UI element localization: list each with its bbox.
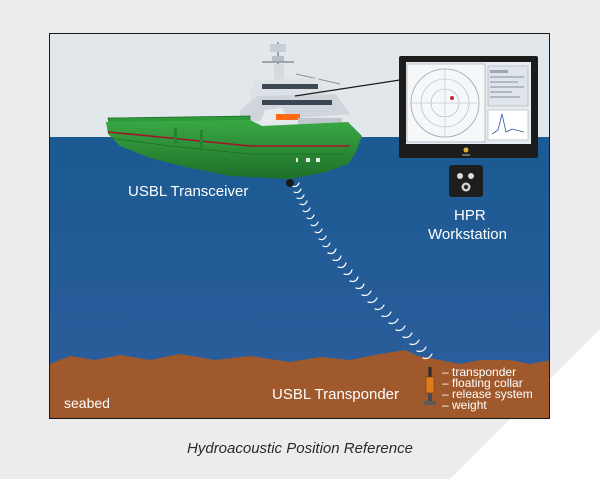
diagram-frame: USBL Transceiver HPR Workstation USBL Tr… bbox=[49, 33, 550, 419]
hpr-workstation-label-line2: Workstation bbox=[428, 226, 507, 243]
hpr-monitor bbox=[399, 56, 538, 158]
weight-part-label: weight bbox=[442, 399, 487, 411]
hpr-workstation-label-line1: HPR bbox=[454, 207, 486, 224]
release-system-part-label: release system bbox=[442, 388, 533, 400]
seabed-label: seabed bbox=[64, 395, 110, 411]
usbl-transceiver-label: USBL Transceiver bbox=[128, 183, 249, 200]
ship bbox=[106, 42, 401, 187]
usbl-transponder-label: USBL Transponder bbox=[272, 386, 400, 403]
floating-collar-part-label: floating collar bbox=[442, 377, 523, 389]
acoustic-signal bbox=[291, 182, 433, 360]
transponder-part-label: transponder bbox=[442, 366, 516, 378]
transponder-device bbox=[424, 367, 436, 405]
figure-caption: Hydroacoustic Position Reference bbox=[187, 440, 413, 457]
hpr-control-box bbox=[449, 165, 483, 197]
